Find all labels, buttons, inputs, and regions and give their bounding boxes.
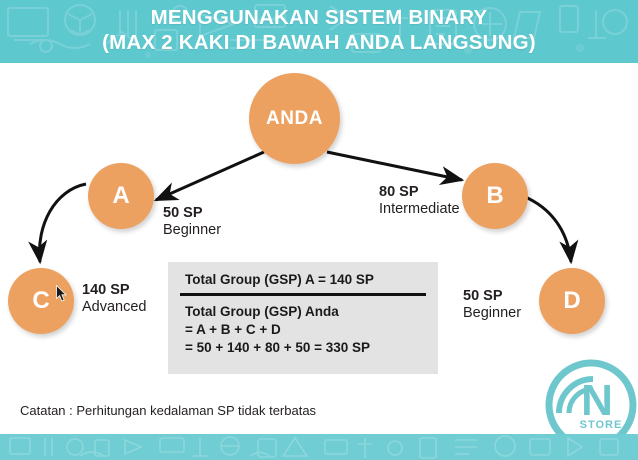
formula-heading: Total Group (GSP) A = 140 SP xyxy=(185,272,374,287)
node-b-label: B xyxy=(486,182,504,209)
edge-label-d-amount: 50 SP xyxy=(463,288,503,304)
watermark-letter: N xyxy=(581,376,613,425)
page-title: MENGGUNAKAN SISTEM BINARY (MAX 2 KAKI DI… xyxy=(0,5,638,55)
edge-label-c-amount: 140 SP xyxy=(82,282,130,298)
header-bar: MENGGUNAKAN SISTEM BINARY (MAX 2 KAKI DI… xyxy=(0,0,638,63)
node-c[interactable]: C xyxy=(8,268,74,334)
edge-anda-to-b xyxy=(326,150,465,186)
edge-label-b: 80 SP Intermediate xyxy=(379,184,460,218)
formula-line-2: = A + B + C + D xyxy=(185,322,281,337)
edge-label-a: 50 SP Beginner xyxy=(163,205,221,239)
edge-label-d-tier: Beginner xyxy=(463,305,522,321)
node-d[interactable]: D xyxy=(539,268,605,334)
formula-body: Total Group (GSP) Anda = A + B + C + D =… xyxy=(180,303,426,357)
footnote: Catatan : Perhitungan kedalaman SP tidak… xyxy=(20,403,317,418)
mouse-cursor xyxy=(56,285,67,302)
edge-anda-to-a xyxy=(153,150,265,202)
edge-a-to-c xyxy=(28,182,87,265)
header-doodle-pattern xyxy=(7,4,628,58)
node-a[interactable]: A xyxy=(88,163,154,229)
edge-label-c-tier: Advanced xyxy=(82,299,147,315)
formula-line-3: = 50 + 140 + 80 + 50 = 330 SP xyxy=(185,340,371,355)
edge-label-b-tier: Intermediate xyxy=(379,201,460,217)
formula-line-1: Total Group (GSP) Anda xyxy=(185,304,339,319)
watermark-label: STORE xyxy=(580,419,623,431)
edge-b-to-d xyxy=(522,194,579,265)
footer-doodle-pattern xyxy=(9,435,619,459)
node-b[interactable]: B xyxy=(462,163,528,229)
watermark-logo: N STORE xyxy=(545,355,638,434)
edge-label-d: 50 SP Beginner xyxy=(463,288,521,322)
page-title-line-1: MENGGUNAKAN SISTEM BINARY xyxy=(150,6,488,29)
node-c-label: C xyxy=(32,287,50,314)
node-anda[interactable]: ANDA xyxy=(249,73,340,164)
node-anda-label: ANDA xyxy=(266,107,323,129)
page-title-line-2: (MAX 2 KAKI DI BAWAH ANDA LANGSUNG) xyxy=(102,31,536,54)
edge-label-a-amount: 50 SP xyxy=(163,205,203,221)
node-a-label: A xyxy=(112,182,130,209)
edge-label-c: 140 SP Advanced xyxy=(82,282,147,316)
formula-divider xyxy=(180,293,426,296)
footer-bar xyxy=(0,434,638,460)
edge-label-b-amount: 80 SP xyxy=(379,184,419,200)
node-d-label: D xyxy=(563,287,581,314)
edge-label-a-tier: Beginner xyxy=(163,222,222,238)
formula-box: Total Group (GSP) A = 140 SP Total Group… xyxy=(168,262,438,374)
